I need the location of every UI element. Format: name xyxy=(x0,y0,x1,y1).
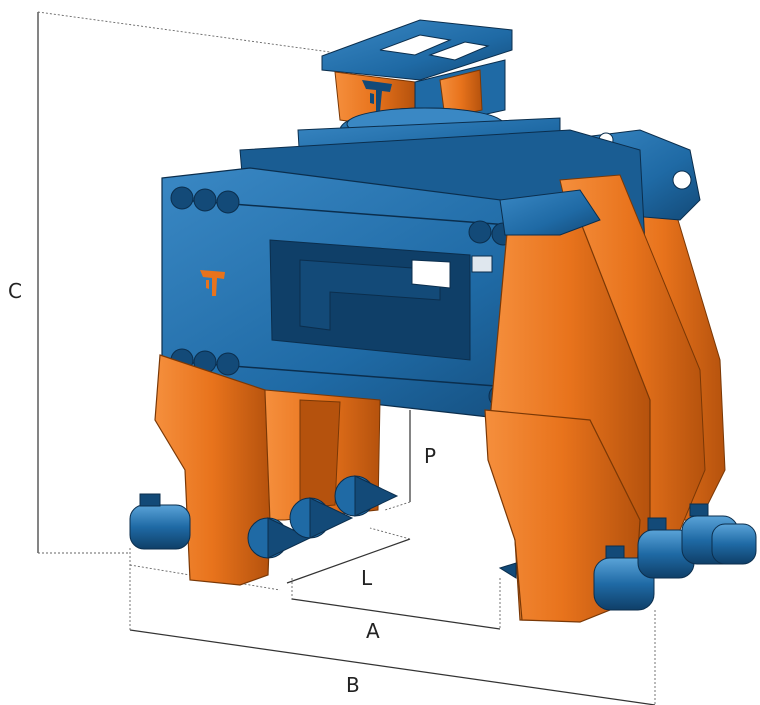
left-cylinder-cap xyxy=(139,493,161,507)
dimension-a-label: A xyxy=(366,619,380,643)
dimension-l-label: L xyxy=(361,566,373,590)
rotator-inner-orange xyxy=(439,69,483,119)
top-plate-holes xyxy=(379,34,490,61)
dimension-b-label: B xyxy=(346,673,360,697)
right-cylinder-cap-2 xyxy=(647,517,667,531)
dimension-p-label: P xyxy=(424,444,436,468)
bolt xyxy=(216,352,240,376)
tu-logo-icon xyxy=(362,80,392,112)
dimension-l-ext xyxy=(369,527,411,540)
right-hydraulic-cylinder-4 xyxy=(711,523,757,565)
dimension-a-line xyxy=(291,598,501,630)
cone-clamp-3 xyxy=(334,475,399,517)
dimension-lines xyxy=(37,11,656,705)
left-clamp-assembly xyxy=(129,475,399,559)
left-hydraulic-cylinder xyxy=(129,504,191,550)
right-cylinder-cap-3 xyxy=(689,503,709,517)
nameplate xyxy=(471,255,493,273)
dimension-b-line xyxy=(129,629,656,705)
tu-logo-icon-left xyxy=(200,270,225,296)
bolt xyxy=(468,220,492,244)
cone-clamp-1 xyxy=(247,517,312,559)
bolt xyxy=(170,186,194,210)
dimension-l-line xyxy=(286,538,411,584)
bolt xyxy=(193,188,217,212)
right-small-tip xyxy=(498,562,517,579)
rear-ear-hole-2 xyxy=(672,170,692,190)
right-cylinder-cap xyxy=(605,545,625,559)
dimension-p-ext xyxy=(384,501,411,511)
dimension-c-label: C xyxy=(8,279,22,303)
dimension-labels: C P L A B xyxy=(8,279,436,697)
bolt xyxy=(216,190,240,214)
right-clamp-assembly xyxy=(498,503,757,611)
cone-clamp-2 xyxy=(289,497,354,539)
dimension-c-ext-top xyxy=(37,11,331,53)
frame-window-light xyxy=(411,259,451,289)
left-jaw-inner-shadow xyxy=(299,399,341,509)
right-jaw-blue-cap xyxy=(499,189,601,236)
